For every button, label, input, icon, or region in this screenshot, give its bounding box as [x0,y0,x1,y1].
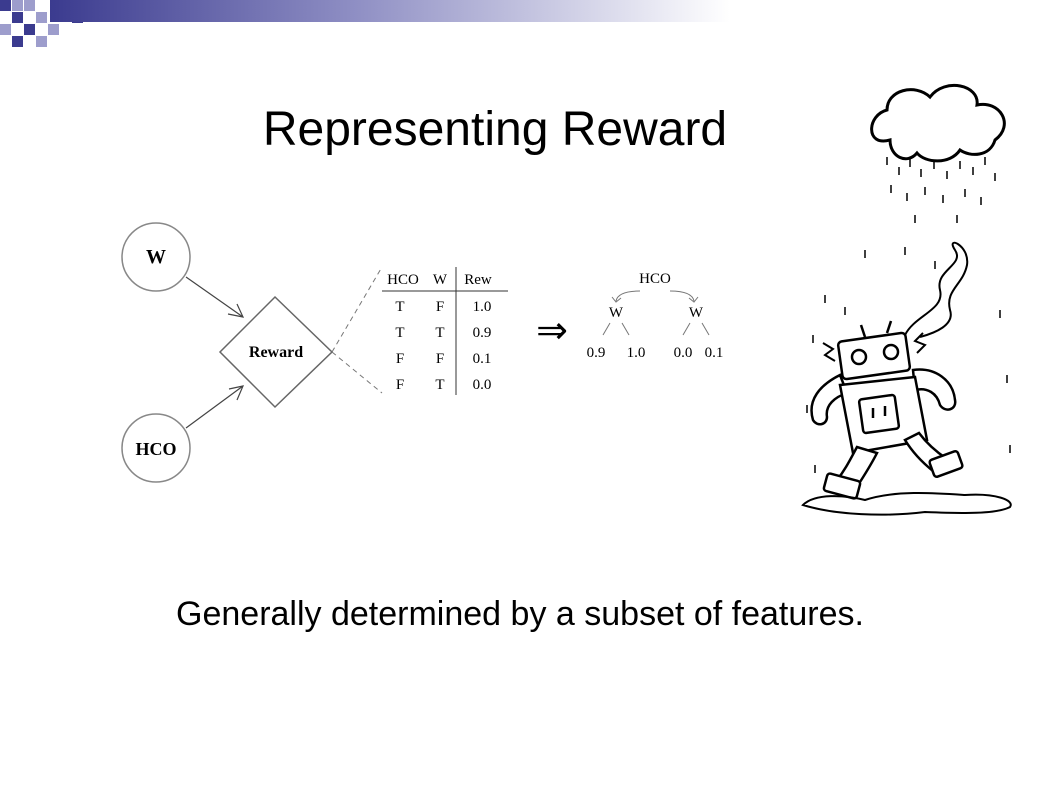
robot-body [838,375,929,455]
tree-leaf: 0.1 [705,345,724,361]
table-cell: F [436,299,444,315]
table-header-w: W [433,272,448,288]
slide-caption: Generally determined by a subset of feat… [176,595,864,633]
slide-title: Representing Reward [262,103,728,156]
table-cell: 0.0 [473,377,492,393]
puddle [801,491,1012,516]
corner-decoration [0,0,730,47]
tree-leaf: 0.0 [674,345,693,361]
node-hco: HCO [121,413,191,483]
decision-tree: HCO W W 0.9 1.0 0.0 0.1 [587,271,724,361]
node-hco-label: HCO [135,439,176,459]
tree-leaf: 0.9 [587,345,606,361]
table-cell: 0.9 [473,325,492,341]
table-cell: T [395,325,404,341]
rain-streaks [806,157,1011,473]
tree-leaf: 1.0 [627,345,646,361]
node-reward-label: Reward [249,344,303,361]
table-cell: F [396,351,404,367]
robot-arms [810,368,957,426]
arrow-w-to-reward [185,276,245,318]
table-cell: T [435,377,444,393]
node-w-label: W [146,246,166,268]
smoke-trail [904,241,969,338]
robot-legs [822,431,964,500]
table-cell: T [395,299,404,315]
table-cell: T [435,325,444,341]
table-header-rew: Rew [464,272,492,288]
table-cell: 0.1 [473,351,492,367]
table-cell: F [436,351,444,367]
node-reward: Reward [218,295,334,409]
arrow-hco-to-reward [185,385,245,429]
table-cell: F [396,377,404,393]
table-cell: 1.0 [473,299,492,315]
tree-root: HCO [639,271,671,287]
table-header-hco: HCO [387,272,419,288]
node-w: W [121,222,191,292]
reward-table: HCO W Rew T F 1.0 T T 0.9 F F 0.1 F T 0.… [382,267,508,395]
dashed-connectors [331,266,383,394]
implies-symbol: ⇒ [536,310,568,352]
reward-diagram: W HCO Reward HCO W Rew T F 1.0 T T 0.9 F… [121,222,724,483]
tree-left-node: W [609,305,624,321]
rain-cloud-icon [870,83,1006,163]
spark-icons [822,332,927,362]
robot-rain-illustration [801,83,1012,516]
tree-right-node: W [689,305,704,321]
robot-head [836,320,912,381]
